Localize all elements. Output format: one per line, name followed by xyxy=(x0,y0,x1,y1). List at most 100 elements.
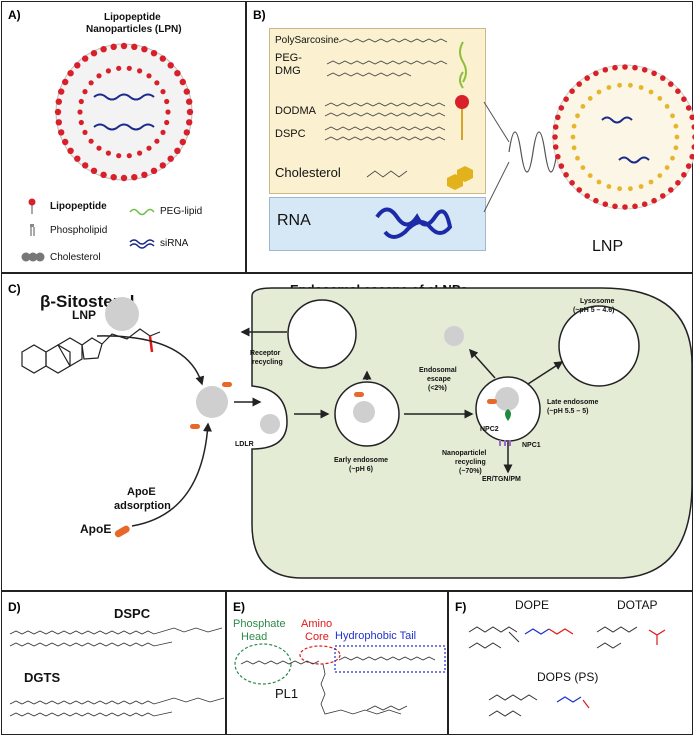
lipid-head xyxy=(146,145,152,151)
panel-d: D) DSPC DGTS xyxy=(1,591,226,735)
component-polysarcosine: PolySarcosine xyxy=(275,35,339,46)
peg-lipid-legend-icon xyxy=(129,208,155,216)
lnp-particle xyxy=(105,297,139,331)
lipid-head xyxy=(651,70,657,77)
lipid-head xyxy=(82,162,89,169)
escaped-particle xyxy=(444,326,464,346)
lipid-head xyxy=(150,50,158,57)
lipid-head xyxy=(179,78,186,86)
lipid-head xyxy=(174,70,181,77)
nano-recycling-line2: recycling xyxy=(455,459,486,466)
lipid-head xyxy=(105,68,111,74)
dspc-dgts-structures xyxy=(9,627,225,717)
lipid-head xyxy=(141,171,148,178)
lipid-head xyxy=(648,179,654,185)
lipopeptide-legend-label: Lipopeptide xyxy=(50,201,107,212)
lipid-head xyxy=(612,64,618,71)
panel-c-label: C) xyxy=(8,282,21,296)
lipid-head xyxy=(552,134,558,140)
lipid-head xyxy=(154,80,160,86)
lipid-head xyxy=(612,203,618,210)
lnp-label-c: LNP xyxy=(72,308,96,322)
lipid-head xyxy=(563,172,569,178)
lipid-head xyxy=(167,155,174,162)
early-endosome-line2: (~pH 6) xyxy=(349,466,373,473)
phosphate-head-line2: Head xyxy=(241,631,268,643)
lipid-head xyxy=(146,73,152,79)
rna-label: RNA xyxy=(277,212,311,229)
component-dodma: DODMA xyxy=(275,105,316,117)
component-dspc: DSPC xyxy=(275,128,306,140)
lipid-head xyxy=(628,186,633,192)
panel-b-label: B) xyxy=(253,8,266,22)
lipid-head xyxy=(638,184,644,189)
lipid-head xyxy=(632,64,638,71)
lipid-head xyxy=(141,46,148,53)
lipid-head xyxy=(159,162,166,169)
lipid-head xyxy=(74,62,81,69)
dgts-label: DGTS xyxy=(24,670,61,685)
lipid-head xyxy=(186,119,193,126)
dops-label: DOPS (PS) xyxy=(537,670,599,684)
lipid-head xyxy=(183,88,190,95)
lipid-head xyxy=(160,89,166,95)
component-peg-dmg: PEG- DMG xyxy=(275,52,302,77)
er-tgn-pm-label: ER/TGN/PM xyxy=(482,476,521,483)
lipid-head xyxy=(116,153,122,159)
panel-f-label: F) xyxy=(455,600,467,614)
lipid-head xyxy=(691,144,694,150)
lipid-head xyxy=(575,155,580,161)
lipid-head xyxy=(120,174,128,182)
lipid-head xyxy=(648,89,654,95)
lipid-head xyxy=(685,105,692,111)
lipid-head xyxy=(90,167,98,174)
npc1-label: NPC1 xyxy=(522,442,541,449)
ldlr-label: LDLR xyxy=(235,441,254,448)
lipid-head xyxy=(131,174,138,181)
lipid-head xyxy=(584,193,590,199)
lipid-head xyxy=(622,64,628,70)
lipid-head xyxy=(552,124,559,130)
phospholipid-legend-label: Phospholipid xyxy=(50,225,108,236)
lipid-head xyxy=(673,123,679,129)
cholesterol-legend-icon xyxy=(21,252,45,262)
lipid-head xyxy=(55,98,62,105)
lipid-head xyxy=(110,174,117,181)
lipid-head xyxy=(150,167,158,174)
lipid-head xyxy=(596,89,602,95)
amino-core-line1: Amino xyxy=(301,618,333,630)
apoe-label: ApoE xyxy=(80,522,112,536)
lipid-head xyxy=(617,186,622,192)
rna-strand-icon xyxy=(375,207,453,239)
lipid-head xyxy=(689,153,694,160)
lysosome xyxy=(558,305,640,387)
lipid-head xyxy=(167,62,174,69)
panel-e-label: E) xyxy=(233,600,245,614)
nano-recycling-line3: (~70%) xyxy=(459,468,482,475)
lipid-head xyxy=(570,134,576,140)
lipid-head xyxy=(587,96,593,101)
lipid-head xyxy=(576,187,582,193)
lipid-head xyxy=(88,80,94,86)
lipid-head xyxy=(174,147,181,154)
lnp-label: LNP xyxy=(592,238,624,255)
lipid-head xyxy=(67,70,74,77)
lipid-head xyxy=(580,104,586,109)
lipid-head xyxy=(584,75,590,81)
lipid-head xyxy=(569,88,575,94)
lipid-head xyxy=(670,155,675,161)
lipid-head xyxy=(685,163,692,169)
receptor-recycling-line2: recycling xyxy=(252,359,283,366)
lipid-head xyxy=(74,155,81,162)
lipid-head xyxy=(558,163,565,169)
lipid-head xyxy=(154,138,160,144)
lipid-head xyxy=(563,96,569,102)
lipid-head xyxy=(137,150,143,156)
lipid-head xyxy=(96,145,102,151)
lipid-head xyxy=(183,129,190,136)
phosphate-head-line1: Phosphate xyxy=(233,618,286,630)
lipid-head xyxy=(622,204,628,210)
panel-a-label: A) xyxy=(8,8,21,22)
lipid-head xyxy=(100,46,107,53)
lipid-head xyxy=(602,67,609,73)
